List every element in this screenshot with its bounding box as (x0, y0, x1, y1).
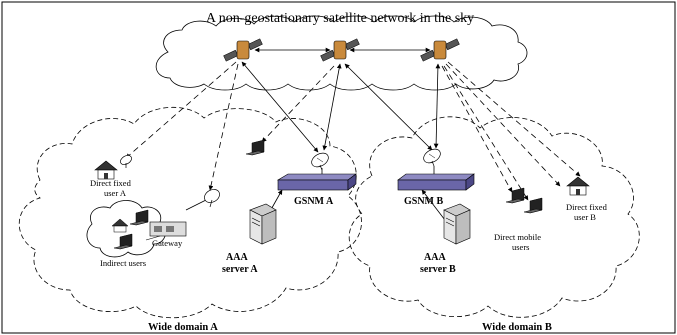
gsnm-b-device (397, 173, 475, 191)
aaa-server-b (443, 203, 471, 245)
label-aaa-a-line2: server A (222, 264, 258, 275)
label-domain-b: Wide domain B (482, 322, 552, 333)
label-direct-fixed-b-line1: Direct fixed (566, 202, 608, 212)
gateway-indirect-link (145, 235, 161, 241)
house-user-a (94, 160, 118, 180)
dish-antenna-gsnm-a (311, 152, 329, 171)
house-user-b (566, 176, 590, 196)
user-link-mobile-3 (445, 63, 561, 187)
feeder-link-b2 (433, 63, 441, 149)
server-icon (443, 209, 457, 245)
solar-panel-icon (223, 49, 239, 62)
satellite-icon (333, 40, 347, 60)
dish-antenna-gateway (204, 189, 220, 208)
laptop-mobile-2 (523, 197, 543, 214)
satellite-icon (236, 40, 250, 60)
aaa-server-a (249, 203, 277, 245)
user-link-fixed-a (125, 61, 237, 159)
gateway-device (149, 221, 187, 237)
label-gsnm-a: GSNM A (294, 196, 334, 207)
domain-a-cloud (18, 107, 362, 319)
feeder-link-a1 (241, 61, 319, 153)
label-aaa-b-line1: AAA (424, 252, 446, 263)
house-icon (111, 218, 129, 227)
dish-icon (120, 155, 132, 165)
feeder-link-b1 (344, 63, 433, 151)
label-indirect-users: Indirect users (100, 258, 146, 268)
house-icon (566, 176, 590, 187)
dish-icon (204, 189, 220, 203)
label-direct-mobile-line2: users (512, 242, 529, 252)
label-direct-mobile-line1: Direct mobile (494, 232, 541, 242)
label-direct-fixed-a-line2: user A (104, 188, 127, 198)
diagram-title: A non-geostationary satellite network in… (206, 11, 474, 26)
feeder-link-a2 (322, 63, 342, 151)
label-direct-fixed-a-line1: Direct fixed (90, 178, 132, 188)
laptop-domain-a (245, 139, 265, 156)
label-aaa-b-line2: server B (420, 264, 456, 275)
user-link-laptop-a (261, 65, 335, 143)
user-link-mobile-2 (443, 65, 529, 201)
label-gsnm-b: GSNM B (404, 196, 444, 207)
dish-antenna-gsnm-b (423, 148, 441, 167)
laptop-indirect-2 (113, 233, 133, 250)
dish-antenna-fixed-a (120, 155, 132, 168)
user-link-fixed-b (447, 61, 581, 177)
laptop-mobile-1 (505, 187, 525, 204)
user-link-gateway (208, 63, 239, 191)
satellite-2 (320, 38, 360, 62)
user-link-mobile-1 (441, 65, 513, 193)
laptop-indirect-1 (129, 209, 149, 226)
label-aaa-a-line1: AAA (226, 252, 248, 263)
router-icon (397, 179, 467, 191)
house-icon (94, 160, 118, 171)
domain-b-cloud (348, 116, 640, 318)
label-direct-fixed-b-line2: user B (574, 212, 596, 222)
satellite-1 (223, 38, 263, 62)
gsnm-a-device (276, 173, 357, 191)
label-gateway: Gateway (152, 238, 183, 248)
satellite-icon (433, 40, 447, 60)
gsnm-b-aaa-link (421, 189, 449, 225)
indirect-users-house (111, 218, 129, 233)
satellite-3 (420, 38, 460, 62)
router-icon (277, 179, 349, 191)
label-domain-a: Wide domain A (148, 322, 218, 333)
server-icon (249, 209, 263, 245)
